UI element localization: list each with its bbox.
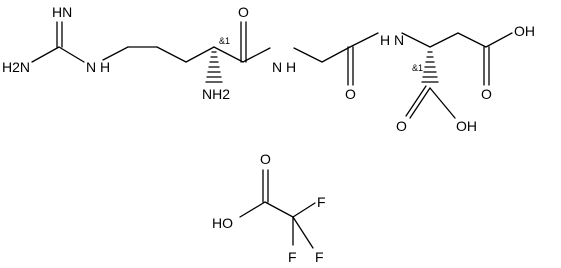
amide-2-label: H N [380, 32, 404, 48]
side-acid-o-label: O [481, 86, 492, 102]
asp-side-bond-2 [457, 32, 487, 48]
tfa-o-label: O [260, 151, 271, 167]
counterion-labels: O HO F F F [212, 151, 326, 265]
tfa-cf-1 [292, 202, 316, 218]
stereo-label-2: &1 [412, 63, 423, 73]
hashed-wedge-amine [205, 51, 223, 83]
imine-label: HN [52, 4, 72, 20]
chain-bond-1 [102, 46, 129, 61]
guanidine-nh-bond [58, 46, 85, 63]
tfa-f1-label: F [317, 194, 326, 210]
atom-labels: HN H2N N H NH2 &1 O N H O H N &1 O OH O … [2, 4, 535, 134]
alpha-amine-label: NH2 [202, 86, 230, 102]
carbonyl-1-label: O [238, 4, 249, 20]
side-acid-oh-bond [485, 32, 513, 48]
main-acid-co-b [405, 85, 427, 117]
amide-1-bond [242, 47, 271, 63]
tfa-f3-label: F [315, 249, 324, 265]
main-acid-o-label: O [396, 118, 407, 134]
side-acid-oh-label: OH [514, 23, 535, 39]
tfa-oh-bond [239, 201, 266, 218]
asp-n-bond [401, 32, 431, 48]
tfa-f2-label: F [288, 249, 297, 265]
asp-side-bond-1 [429, 32, 459, 48]
amide-1-label: N H [272, 59, 296, 75]
glycine-bond-1 [293, 47, 323, 63]
chain-bond-4 [185, 46, 215, 63]
tfa-oh-label: HO [212, 215, 233, 231]
alpha-carbonyl-bond [213, 46, 244, 63]
bonds-arginine [31, 21, 513, 119]
glycine-bond-2 [321, 46, 351, 63]
main-acid-oh-label: OH [456, 118, 477, 134]
chain-bond-3 [156, 46, 187, 63]
carbonyl-2-label: O [345, 86, 356, 102]
amine-label: H2N [2, 59, 30, 75]
tfa-cc-bond [264, 201, 294, 218]
tfa-cf-3 [292, 216, 314, 249]
hashed-wedge-acid [421, 51, 439, 83]
main-acid-oh-bond [429, 87, 456, 119]
amide-2-bond [349, 32, 379, 48]
main-acid-co-a [409, 87, 431, 119]
stereo-label-1: &1 [219, 36, 230, 46]
guanidine-amine-bond [31, 46, 60, 63]
counterion-bonds [239, 169, 316, 249]
guanidine-nh-label: N H [86, 59, 110, 75]
